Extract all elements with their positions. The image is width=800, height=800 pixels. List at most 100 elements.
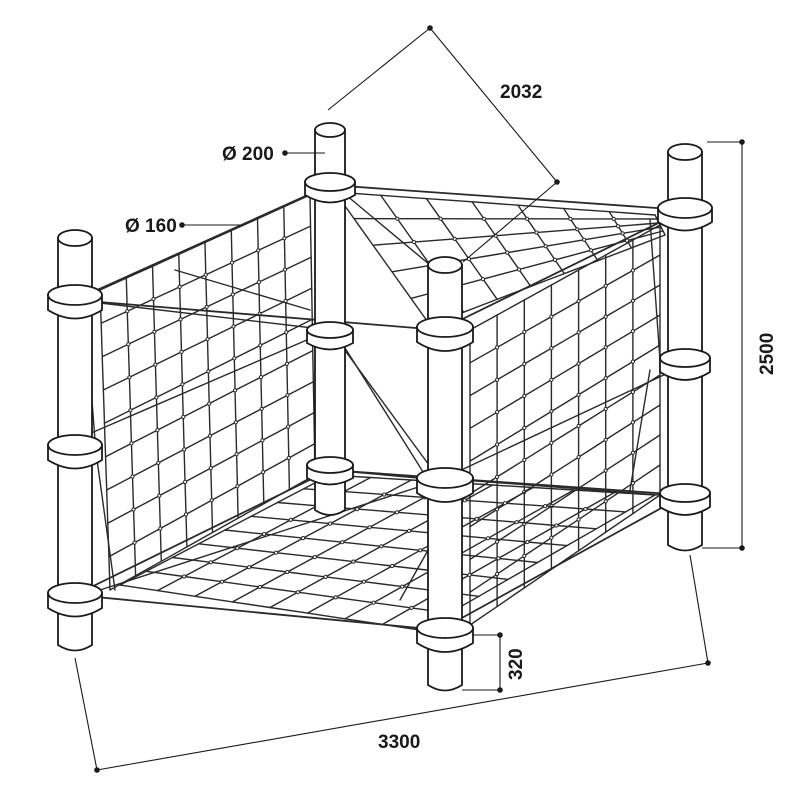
net-rope xyxy=(517,204,565,275)
net-knot xyxy=(179,349,184,354)
net-knot xyxy=(554,523,559,528)
net-knot xyxy=(229,260,235,265)
net-rope xyxy=(469,434,661,561)
net-knot xyxy=(576,299,581,304)
net-knot xyxy=(568,216,573,221)
dimension-large-diameter: Ø 200 xyxy=(222,144,325,165)
net-knot xyxy=(130,474,135,479)
post-right xyxy=(657,143,713,552)
post-front xyxy=(416,256,474,692)
net-rope xyxy=(204,241,214,534)
net-rope xyxy=(469,344,661,462)
net-knot xyxy=(208,560,213,565)
net-knot xyxy=(233,420,238,425)
net-knot xyxy=(549,409,554,414)
net-knot xyxy=(630,268,636,273)
net-rope xyxy=(469,224,661,331)
collar-right-bottom xyxy=(659,483,711,516)
net-knot xyxy=(495,410,500,415)
net-knot xyxy=(630,359,636,364)
net-rope xyxy=(469,314,661,429)
net-knot xyxy=(129,441,134,446)
net-rope xyxy=(99,194,311,291)
net-knot xyxy=(516,267,522,272)
dimension-height-label: 2500 xyxy=(757,333,778,375)
post-left xyxy=(47,229,103,652)
net-knot xyxy=(232,356,237,361)
net-knot xyxy=(495,345,500,350)
net-knot xyxy=(282,267,288,272)
net-knot xyxy=(495,474,500,479)
dimension-small-diameter-label: Ø 160 xyxy=(125,216,177,237)
net-knot xyxy=(549,314,554,319)
net-knot xyxy=(575,227,580,232)
net-top xyxy=(334,191,666,326)
net-knot xyxy=(247,565,252,570)
net-knot xyxy=(128,408,133,413)
net-knot xyxy=(382,492,387,497)
collar-left-bottom xyxy=(47,582,103,618)
net-knot xyxy=(603,499,608,504)
dimension-large-diameter-label: Ø 200 xyxy=(222,144,274,165)
net-knot xyxy=(132,540,137,545)
net-knot xyxy=(576,423,581,429)
net-knot xyxy=(630,329,636,334)
net-knot xyxy=(285,393,290,398)
dimension-clearance: 320 xyxy=(462,632,527,693)
net-knot xyxy=(379,544,384,549)
net-knot xyxy=(371,600,376,605)
net-knot xyxy=(230,292,235,297)
net-knot xyxy=(231,324,236,329)
net-knot xyxy=(340,540,345,545)
net-knot xyxy=(178,317,183,322)
collar-front-bottom xyxy=(416,617,474,653)
net-knot xyxy=(209,498,214,503)
net-knot xyxy=(452,236,457,241)
net-rope xyxy=(469,404,661,528)
net-knot xyxy=(258,343,263,348)
net-knot xyxy=(219,579,225,584)
net-knot xyxy=(522,425,527,430)
collar-front-mid xyxy=(416,467,474,503)
dimension-depth: 2032 xyxy=(327,25,560,263)
net-knot xyxy=(496,556,501,561)
net-knot xyxy=(495,539,500,544)
net-knot xyxy=(182,447,187,452)
net-knot xyxy=(351,559,356,564)
net-knot xyxy=(262,532,267,537)
net-knot xyxy=(409,605,414,611)
net-knot xyxy=(576,517,581,522)
net-rope xyxy=(119,474,331,586)
net-knot xyxy=(153,362,158,367)
net-knot xyxy=(620,231,625,236)
net-knot xyxy=(407,528,412,534)
collar-right-top xyxy=(657,197,713,232)
net-rope xyxy=(469,254,661,364)
net-knot xyxy=(522,361,527,367)
net-rope xyxy=(151,265,163,562)
net-knot xyxy=(630,389,636,395)
net-knot xyxy=(576,455,581,460)
dimension-height: 2500 xyxy=(702,139,778,551)
net-right-wall xyxy=(469,224,661,626)
net-knot xyxy=(603,314,608,319)
net-rope xyxy=(469,494,661,626)
net-knot xyxy=(156,460,161,465)
net-knot xyxy=(438,216,443,221)
net-knot xyxy=(502,501,507,506)
collar-right-mid xyxy=(659,348,711,381)
net-knot xyxy=(616,224,621,229)
net-rope xyxy=(372,222,660,246)
net-knot xyxy=(549,472,554,477)
net-rope xyxy=(230,229,239,519)
net-knot xyxy=(576,392,581,397)
net-knot xyxy=(282,236,287,241)
net-knot xyxy=(522,393,527,399)
net-knot xyxy=(411,239,416,245)
net-knot xyxy=(288,517,293,523)
net-knot xyxy=(355,507,360,512)
net-knot xyxy=(234,452,239,457)
collar-front-top xyxy=(416,316,474,352)
net-knot xyxy=(390,563,395,569)
